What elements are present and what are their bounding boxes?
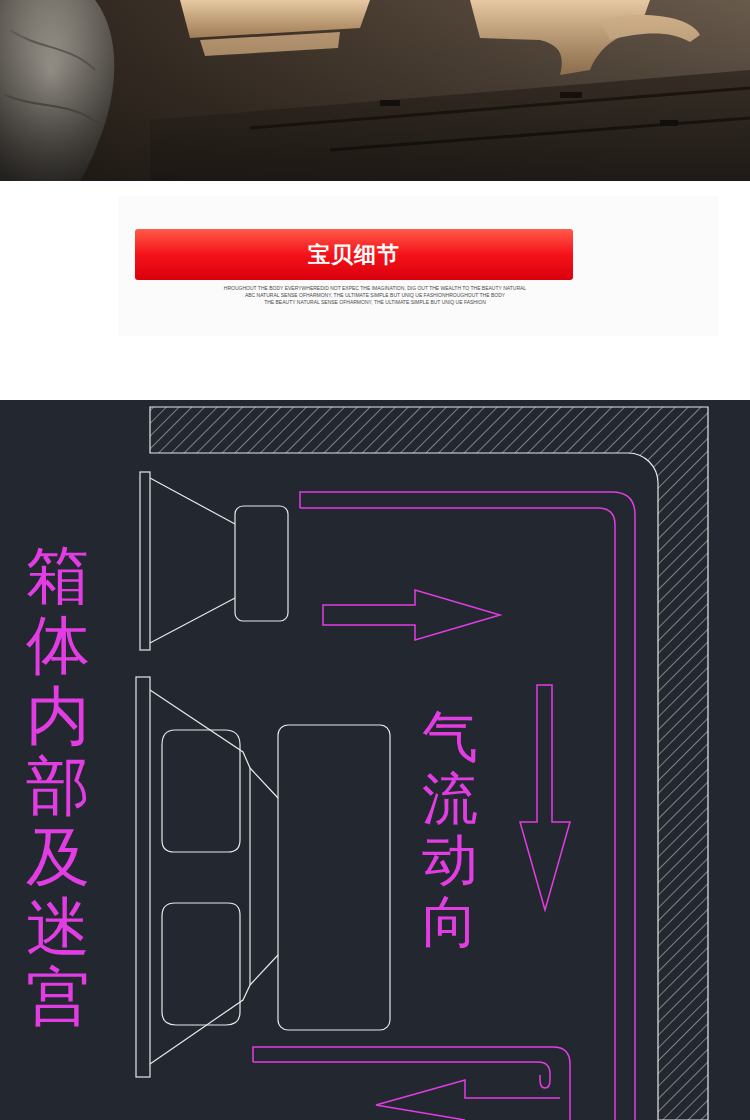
- tweeter-cone: [150, 478, 235, 643]
- decor-text: ABC NATURAL SENSE OFHARMONY, THE ULTIMAT…: [0, 292, 750, 298]
- woofer-frame: [150, 690, 250, 1064]
- woofer-cone: [250, 768, 278, 985]
- workshop-photo: [0, 0, 750, 181]
- cabinet-wall: [150, 407, 708, 1120]
- diagram-ground: [0, 400, 750, 1120]
- banner-panel: [118, 196, 718, 336]
- flow-caption: 气流动向: [422, 706, 478, 952]
- speaker-drivers: [136, 472, 390, 1077]
- tweeter-flange: [140, 472, 150, 650]
- labyrinth-channel: [253, 1047, 570, 1120]
- woofer-magnet: [278, 725, 390, 1030]
- labyrinth-channel: [300, 508, 615, 1120]
- banner-band: 宝贝细节: [135, 229, 573, 280]
- banner-title: 宝贝细节: [308, 240, 400, 270]
- airflow-paths: [253, 492, 635, 1120]
- banner-bar: [135, 229, 573, 280]
- woofer-flange: [136, 677, 150, 1077]
- flow-arrow: [520, 685, 570, 910]
- side-caption: 箱体内部 及迷宫: [26, 540, 90, 1033]
- decor-text: THE BEAUTY NATURAL SENSE OFHARMONY, THE …: [0, 299, 750, 305]
- labyrinth-channel: [300, 492, 635, 1120]
- woofer-window: [162, 730, 240, 852]
- flow-arrow: [376, 1080, 560, 1120]
- woofer-window: [162, 903, 240, 1025]
- flow-arrow: [323, 590, 500, 640]
- decor-text: HROUGHOUT THE BODY EVERYWHEREDID NOT EXP…: [0, 285, 750, 291]
- tweeter-magnet: [235, 506, 288, 621]
- labyrinth-channel: [253, 1062, 550, 1088]
